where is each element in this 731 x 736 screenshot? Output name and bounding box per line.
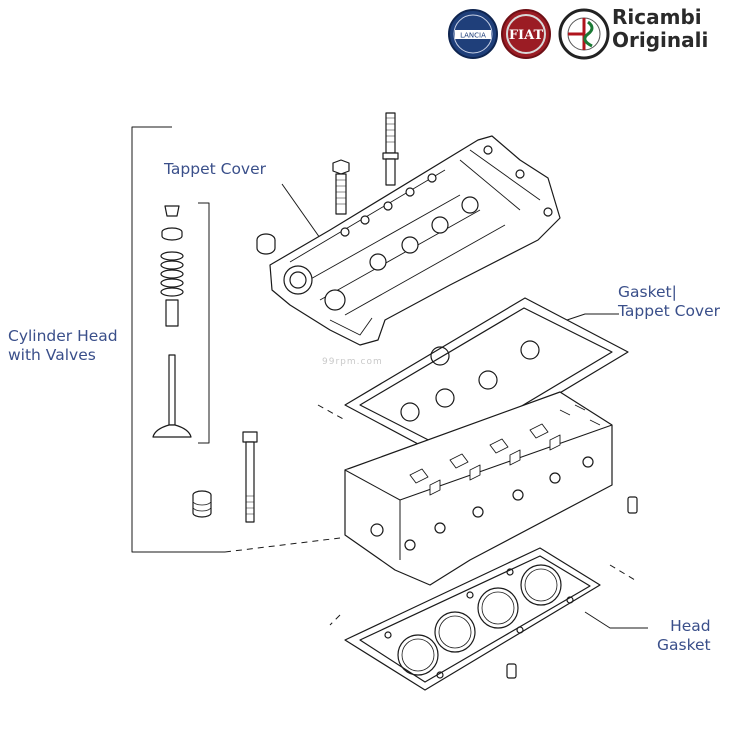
valve-assembly	[152, 205, 192, 438]
label-head-gasket: Head Gasket	[657, 617, 711, 655]
plug-cap	[256, 233, 276, 255]
fiat-logo: FIAT	[501, 9, 551, 59]
label-cylinder-line-1: Cylinder Head	[8, 327, 118, 345]
dowel-pin-right	[627, 496, 638, 514]
label-cylinder-head: Cylinder Head with Valves	[8, 327, 118, 365]
alfa-romeo-logo	[558, 8, 610, 60]
spacer-sleeve	[192, 490, 212, 518]
label-gasket-tappet-cover: Gasket| Tappet Cover	[618, 283, 720, 321]
label-tappet-cover-text: Tappet Cover	[164, 160, 267, 178]
label-cylinder-line-2: with Valves	[8, 346, 96, 364]
cylinder-head	[344, 391, 613, 586]
long-stud-bolt	[382, 112, 399, 186]
tappet-cover	[269, 135, 561, 346]
brand-wordmark: Ricambi Originali	[612, 6, 708, 52]
label-tappet-cover: Tappet Cover	[164, 160, 266, 179]
cover-bolt	[332, 159, 350, 215]
tappet-cover-gasket	[344, 297, 629, 461]
label-head-gasket-line-1: Head	[670, 617, 711, 635]
watermark: 99rpm.com	[322, 357, 383, 367]
brand-line-2: Originali	[612, 28, 709, 52]
head-bolt	[242, 431, 258, 523]
label-gasket-line-1: Gasket|	[618, 283, 677, 301]
brand-line-1: Ricambi	[612, 5, 702, 29]
lancia-logo: LANCIA	[448, 9, 498, 59]
dowel-pin-bottom	[506, 663, 517, 679]
svg-text:LANCIA: LANCIA	[460, 32, 486, 40]
label-head-gasket-line-2: Gasket	[657, 636, 711, 654]
label-gasket-line-2: Tappet Cover	[618, 302, 721, 320]
leader-lines	[131, 126, 648, 629]
svg-text:FIAT: FIAT	[509, 28, 544, 43]
head-gasket	[344, 547, 601, 691]
